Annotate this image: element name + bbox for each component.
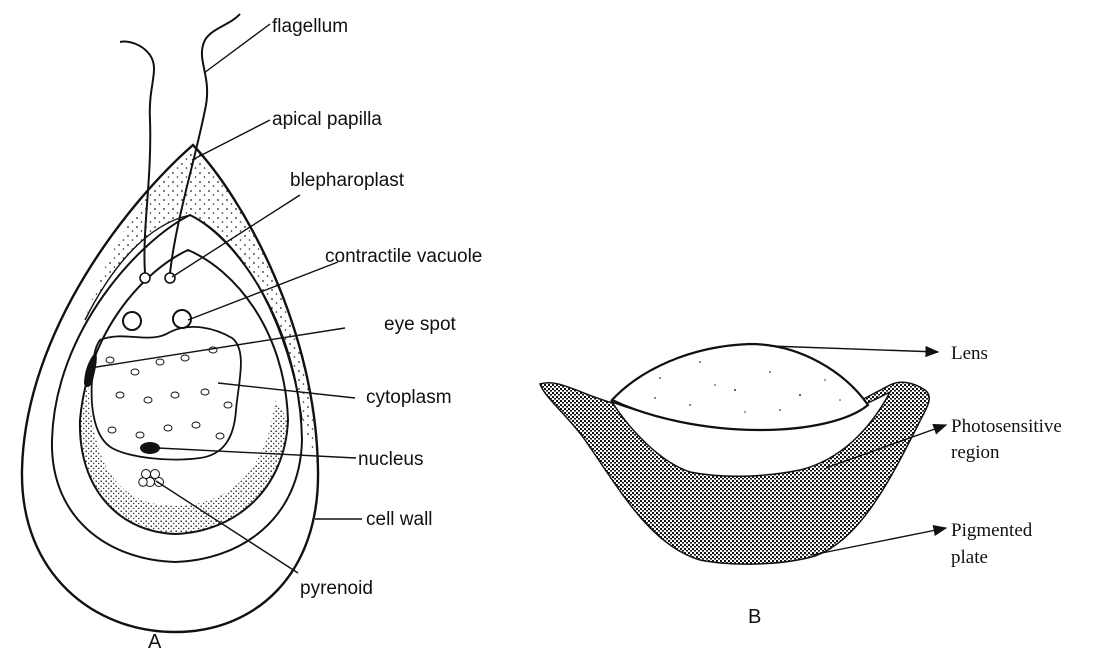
chloroplast-stipple [80, 380, 288, 534]
label-cell-wall: cell wall [366, 509, 433, 530]
leader-apical-papilla [192, 120, 270, 160]
blepharoplast-left [140, 273, 150, 283]
label-pigmented-line1: Pigmented [951, 520, 1033, 541]
label-photosensitive-line2: region [951, 442, 1000, 463]
cytoplasm-mass [92, 327, 241, 460]
label-photosensitive-line1: Photosensitive [951, 416, 1062, 437]
label-pyrenoid: pyrenoid [300, 578, 373, 599]
leader-eye-spot [90, 328, 345, 368]
cytoplasm-granules [106, 347, 232, 439]
figure-b-letter: B [748, 606, 761, 628]
figure-a-leader-lines [90, 24, 362, 573]
blepharoplast-right [165, 273, 175, 283]
figure-a-labels: flagellum apical papilla blepharoplast c… [148, 16, 482, 653]
label-eye-spot: eye spot [384, 314, 457, 335]
label-blepharoplast: blepharoplast [290, 170, 405, 191]
label-flagellum: flagellum [272, 16, 348, 37]
label-apical-papilla: apical papilla [272, 109, 382, 130]
nucleus [140, 442, 160, 454]
label-lens: Lens [951, 343, 988, 364]
leader-nucleus [158, 448, 356, 458]
label-nucleus: nucleus [358, 449, 424, 470]
eye-spot [84, 352, 97, 387]
figure-b-eyespot [540, 344, 929, 564]
contractile-vacuole-right [173, 310, 191, 328]
figure-a-cell [22, 14, 318, 632]
figure-a-letter: A [148, 631, 162, 653]
contractile-vacuole-left [123, 312, 141, 330]
label-pigmented-line2: plate [951, 547, 988, 568]
label-cytoplasm: cytoplasm [366, 387, 452, 408]
label-contractile-vacuole: contractile vacuole [325, 246, 482, 267]
